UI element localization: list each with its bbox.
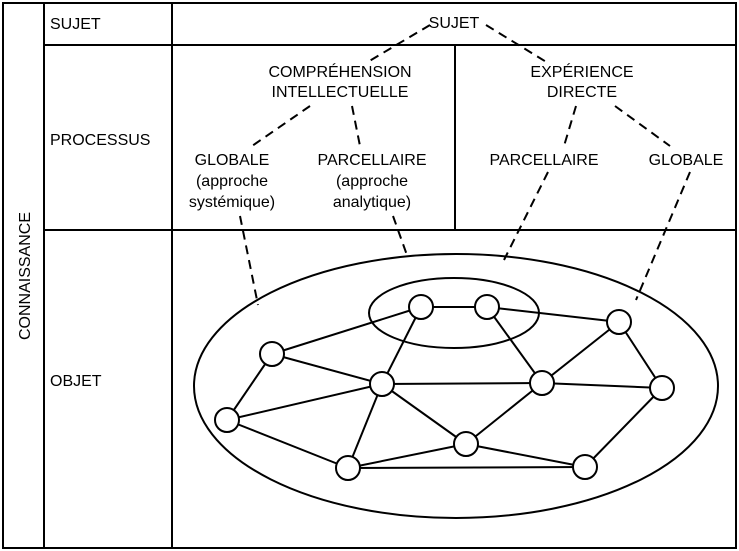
row-label-sujet: SUJET <box>50 16 101 33</box>
network-edge-n-542-383-n-466-444 <box>465 382 543 445</box>
experience-directe: EXPÉRIENCE DIRECTE <box>530 62 633 101</box>
network-edge-n-542-383-n-619-322 <box>541 321 620 384</box>
network-edge-n-382-384-n-348-468 <box>347 383 383 469</box>
connector-comprehension-globale <box>251 105 311 147</box>
network-edge-n-662-388-n-585-467 <box>584 387 663 468</box>
network-node-n-382-384 <box>369 371 395 397</box>
network-node-n-619-322 <box>606 309 632 335</box>
network-edge-n-227-420-n-348-468 <box>226 419 349 469</box>
globale-systemique-line-3: systémique) <box>189 194 275 211</box>
network-edge-n-382-384-n-227-420 <box>226 383 383 421</box>
network-edge-n-272-354-n-421-307 <box>271 306 422 355</box>
network-edge-n-382-384-n-466-444 <box>381 383 467 445</box>
globale-systemique-line-1: GLOBALE <box>195 152 270 169</box>
connector-parcellaire-analytique-object <box>392 215 409 259</box>
network-node-n-487-307 <box>474 294 500 320</box>
network-node-n-272-354 <box>259 341 285 367</box>
connector-experience-parcellaire <box>563 105 577 147</box>
network-node-n-466-444 <box>453 431 479 457</box>
network-node-n-348-468 <box>335 455 361 481</box>
comprehension-globale: GLOBALE (approche systémique) <box>189 152 275 211</box>
network-edge-n-619-322-n-662-388 <box>618 321 663 389</box>
connector-comprehension-parcellaire <box>351 105 361 147</box>
comprehension-line-1: COMPRÉHENSION <box>268 62 411 81</box>
network-node-n-585-467 <box>572 454 598 480</box>
experience-parcellaire: PARCELLAIRE <box>489 152 598 169</box>
row-label-processus: PROCESSUS <box>50 132 150 149</box>
parcellaire-analytique-line-3: analytique) <box>333 194 411 211</box>
comprehension-intellectuelle: COMPRÉHENSION INTELLECTUELLE <box>268 62 411 101</box>
network-edge-n-487-307-n-542-383 <box>486 306 543 384</box>
connector-subject-experience <box>485 24 549 64</box>
comprehension-parcellaire: PARCELLAIRE (approche analytique) <box>317 152 426 211</box>
connector-experience-parcellaire-object <box>503 171 549 261</box>
subject-node: SUJET <box>429 15 480 32</box>
dashed-connectors <box>239 24 691 306</box>
row-label-objet: OBJET <box>50 373 102 390</box>
experience-line-2: DIRECTE <box>547 84 617 101</box>
network-nodes <box>214 294 675 481</box>
connector-globale-object <box>239 215 259 306</box>
connaissance-label: CONNAISSANCE <box>17 212 34 340</box>
experience-line-1: EXPÉRIENCE <box>530 62 633 81</box>
network-edges <box>226 306 663 469</box>
object-ellipse <box>193 253 719 519</box>
connector-subject-comprehension <box>365 24 431 64</box>
network-edge-n-382-384-n-542-383 <box>381 382 543 385</box>
globale-systemique-line-2: (approche <box>196 173 268 190</box>
network-node-n-662-388 <box>649 375 675 401</box>
network-edge-n-542-383-n-662-388 <box>541 382 663 389</box>
network-edge-n-272-354-n-382-384 <box>271 353 383 385</box>
network-edge-n-348-468-n-585-467 <box>347 466 586 469</box>
network-edge-n-487-307-n-619-322 <box>486 306 620 323</box>
parcellaire-analytique-line-2: (approche <box>336 173 408 190</box>
connector-experience-globale <box>614 105 671 147</box>
network-edge-n-421-307-n-382-384 <box>381 306 422 385</box>
network-node-n-421-307 <box>408 294 434 320</box>
focus-ellipse <box>368 277 540 349</box>
network-edge-n-272-354-n-227-420 <box>226 353 273 421</box>
connector-experience-globale-object <box>635 171 691 301</box>
network-node-n-227-420 <box>214 407 240 433</box>
parcellaire-analytique-line-1: PARCELLAIRE <box>317 152 426 169</box>
network-edge-n-466-444-n-348-468 <box>347 443 467 469</box>
experience-globale: GLOBALE <box>649 152 724 169</box>
network-edge-n-466-444-n-585-467 <box>465 443 586 468</box>
network-node-n-542-383 <box>529 370 555 396</box>
comprehension-line-2: INTELLECTUELLE <box>272 84 409 101</box>
